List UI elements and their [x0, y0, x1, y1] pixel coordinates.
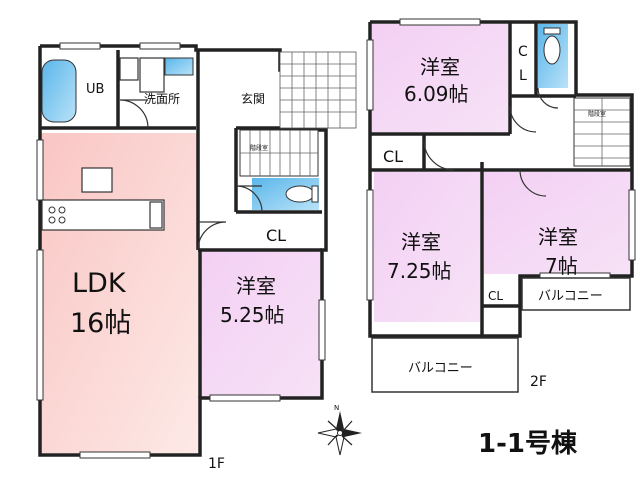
room-label-washroom: 洗面所 — [144, 92, 180, 106]
balcony-label-bottom: バルコニー — [408, 361, 473, 376]
building-label: 1-1号棟 — [478, 429, 578, 459]
room-size-room-c: 7帖 — [545, 254, 578, 278]
room-label-room-c: 洋室 — [538, 225, 578, 249]
door-2f-room-a — [509, 105, 537, 133]
washroom-cabinet — [139, 57, 165, 93]
room-label-ldk: LDK — [72, 268, 127, 299]
room-label-closet-1f: CL — [266, 226, 286, 245]
closet-label-mid: CL — [383, 147, 403, 166]
window-1f-w1 — [36, 139, 44, 201]
window-2f-n1 — [399, 18, 481, 26]
room-size-room-a: 6.09帖 — [404, 82, 469, 106]
closet-label-small: CL — [488, 289, 503, 303]
room-size-bedroom-1f: 5.25帖 — [220, 303, 285, 327]
door-1f-toilet — [235, 185, 263, 213]
balcony-label-right: バルコニー — [538, 289, 603, 304]
stairs-2f — [573, 97, 631, 167]
room-label-bedroom-1f: 洋室 — [236, 274, 276, 298]
door-2f-toilet — [537, 87, 559, 109]
floor-2f: 階段室 洋室 6.09帖 洋室 7.25帖 洋室 7帖 C L CL CL バル… — [366, 18, 636, 393]
washing-machine — [119, 57, 139, 81]
toilet-1f — [285, 185, 319, 203]
room-label-room-a: 洋室 — [420, 55, 460, 79]
room-b-area — [374, 172, 480, 322]
balcony-right — [521, 277, 631, 311]
room-size-room-b: 7.25帖 — [387, 259, 452, 283]
closet-label-top-2: L — [519, 68, 527, 84]
toilet-2f — [543, 27, 561, 65]
bathtub — [41, 59, 77, 123]
window-2f-w2 — [366, 189, 374, 301]
ldk-area — [41, 133, 198, 453]
floor-label-1f: 1F — [208, 456, 225, 472]
floor-1f: 階段室 UB 洗面所 玄関 LDK 16帖 洋室 5.25帖 CL 1F — [36, 42, 357, 472]
stairs-1f — [239, 129, 319, 177]
room-label-ub: UB — [86, 82, 104, 97]
stair-label-2f: 階段室 — [588, 110, 606, 118]
room-c-area — [484, 172, 632, 274]
door-1f-ub — [119, 99, 149, 129]
balcony-bottom — [371, 337, 519, 393]
room-size-ldk: 16帖 — [70, 308, 131, 339]
compass-icon — [317, 411, 362, 456]
room-label-entrance: 玄関 — [241, 91, 265, 106]
door-2f-room-c — [519, 169, 547, 197]
bedroom-1f-area — [201, 250, 321, 398]
floor-label-2f: 2F — [530, 374, 547, 390]
kitchen-island — [81, 167, 113, 193]
wall-1f-outer — [38, 44, 328, 457]
door-1f-bedroom — [197, 221, 227, 251]
room-a-area — [372, 24, 508, 132]
window-1f-e1 — [318, 299, 326, 361]
window-2f-e1 — [628, 189, 636, 261]
window-2f-w1 — [366, 39, 374, 111]
door-2f-room-b — [423, 139, 455, 171]
stair-label-1f: 階段室 — [250, 144, 268, 152]
wall-2f-outer — [368, 20, 634, 338]
window-1f-n2 — [139, 42, 181, 50]
stove — [48, 206, 66, 224]
window-1f-s1 — [79, 451, 151, 459]
kitchen-counter — [41, 199, 165, 231]
window-1f-s2 — [209, 394, 281, 402]
room-label-room-b: 洋室 — [401, 230, 441, 254]
window-1f-n1 — [59, 42, 101, 50]
closet-label-top-1: C — [518, 44, 528, 60]
window-1f-w2 — [36, 249, 44, 401]
entrance-porch — [279, 51, 357, 129]
washbasin — [164, 57, 194, 76]
compass-north-label: N — [334, 404, 339, 412]
fridge — [149, 201, 163, 229]
